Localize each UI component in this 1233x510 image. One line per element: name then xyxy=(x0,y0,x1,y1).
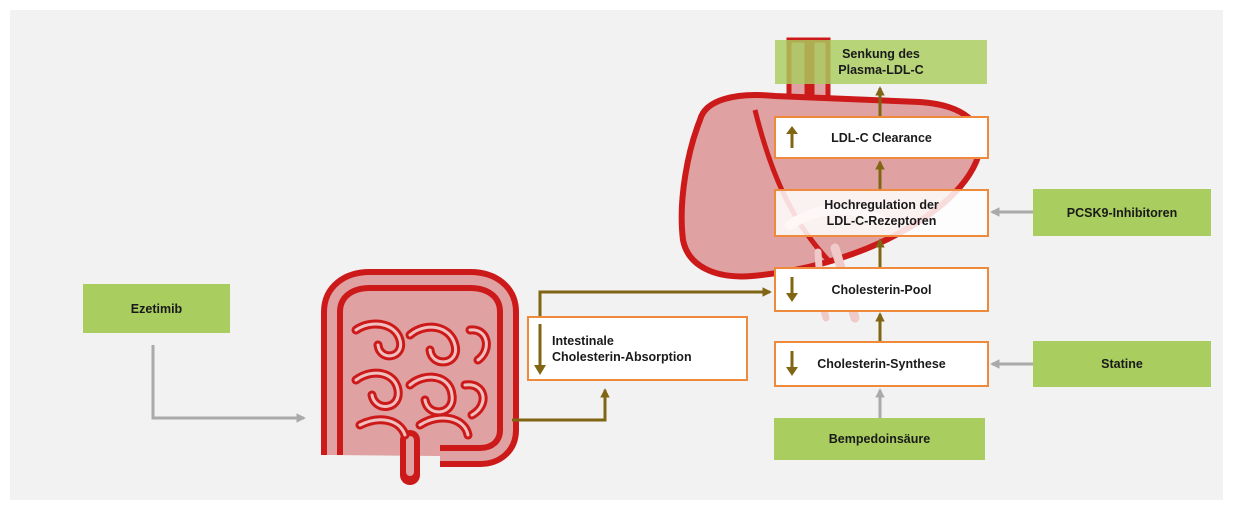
node-pcsk9-label: PCSK9-Inhibitoren xyxy=(1066,205,1178,220)
node-bempedo-label: Bempedoinsäure xyxy=(828,432,931,446)
node-senkung: Senkung des Plasma-LDL-C xyxy=(775,40,987,84)
node-pool: Cholesterin-Pool xyxy=(774,267,989,312)
down-arrow-icon xyxy=(786,351,798,376)
node-clearance-label: LDL-C Clearance xyxy=(831,130,932,145)
node-statine: Statine xyxy=(1033,341,1211,387)
node-senkung-label: Senkung des Plasma-LDL-C xyxy=(838,47,924,77)
connector-intestine-to-pool xyxy=(538,287,772,316)
node-synthese: Cholesterin-Synthese xyxy=(774,341,989,387)
connector-ezetimib-to-intestine xyxy=(151,345,306,423)
effect-connectors xyxy=(512,86,885,422)
down-arrow-icon xyxy=(786,277,798,302)
connector-intestine-to-absorption xyxy=(512,388,610,422)
node-bempedo: Bempedoinsäure xyxy=(774,418,985,460)
down-arrow-icon xyxy=(534,324,546,375)
node-hochregulation-label: Hochregulation der LDL-C-Rezeptoren xyxy=(824,198,939,228)
drug-connectors xyxy=(151,207,1033,423)
node-hochregulation: Hochregulation der LDL-C-Rezeptoren xyxy=(774,189,989,237)
node-pcsk9: PCSK9-Inhibitoren xyxy=(1033,189,1211,236)
node-clearance: LDL-C Clearance xyxy=(774,116,989,159)
node-absorption-label: Intestinale Cholesterin-Absorption xyxy=(552,333,692,364)
node-ezetimib-label: Ezetimib xyxy=(130,301,183,316)
node-synthese-label: Cholesterin-Synthese xyxy=(817,357,946,371)
node-pool-label: Cholesterin-Pool xyxy=(831,282,932,297)
node-statine-label: Statine xyxy=(1101,357,1143,371)
node-ezetimib: Ezetimib xyxy=(83,284,230,333)
node-absorption: Intestinale Cholesterin-Absorption xyxy=(527,316,748,381)
up-arrow-icon xyxy=(786,126,798,148)
intestine-icon xyxy=(321,269,519,485)
